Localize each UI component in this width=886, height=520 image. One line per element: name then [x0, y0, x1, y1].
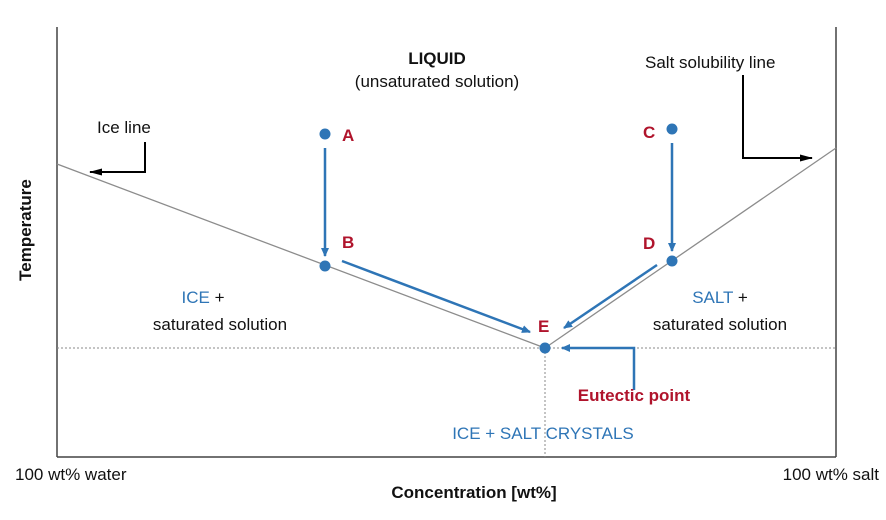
point-e-label: E: [538, 317, 549, 336]
ice-plus: +: [210, 288, 225, 307]
salt-line-callout-arrow: [742, 75, 813, 162]
point-e-marker: [539, 342, 551, 354]
crystals-region-label: ICE + SALT CRYSTALS: [452, 424, 634, 443]
salt-solubility-line: [544, 147, 837, 349]
eutectic-callout-arrow: [561, 344, 636, 390]
arrow-b-to-e: [341, 259, 531, 334]
x-axis-label: Concentration [wt%]: [391, 483, 556, 502]
salt-line-label: Salt solubility line: [645, 53, 775, 72]
point-d-marker: [666, 255, 678, 267]
ice-line: [56, 163, 546, 349]
point-a-label: A: [342, 126, 354, 145]
liquid-label: LIQUID: [408, 49, 466, 68]
point-b-marker: [319, 260, 331, 272]
ice-line-label: Ice line: [97, 118, 151, 137]
x-axis-left-label: 100 wt% water: [15, 465, 127, 484]
point-a-marker: [319, 128, 331, 140]
eutectic-point-label: Eutectic point: [578, 386, 691, 405]
point-d-label: D: [643, 234, 655, 253]
y-axis-label: Temperature: [16, 179, 35, 281]
salt-plus: +: [733, 288, 748, 307]
arrow-d-to-e: [563, 263, 658, 330]
point-c-marker: [666, 123, 678, 135]
salt-word: SALT: [692, 288, 733, 307]
ice-region-sublabel: saturated solution: [153, 315, 287, 334]
point-b-label: B: [342, 233, 354, 252]
point-c-label: C: [643, 123, 655, 142]
liquid-sublabel: (unsaturated solution): [355, 72, 519, 91]
ice-line-callout-arrow: [89, 142, 146, 176]
ice-region-label: ICE +: [182, 288, 225, 307]
ice-word: ICE: [182, 288, 210, 307]
x-axis-right-label: 100 wt% salt: [783, 465, 880, 484]
salt-region-sublabel: saturated solution: [653, 315, 787, 334]
salt-region-label: SALT +: [692, 288, 748, 307]
